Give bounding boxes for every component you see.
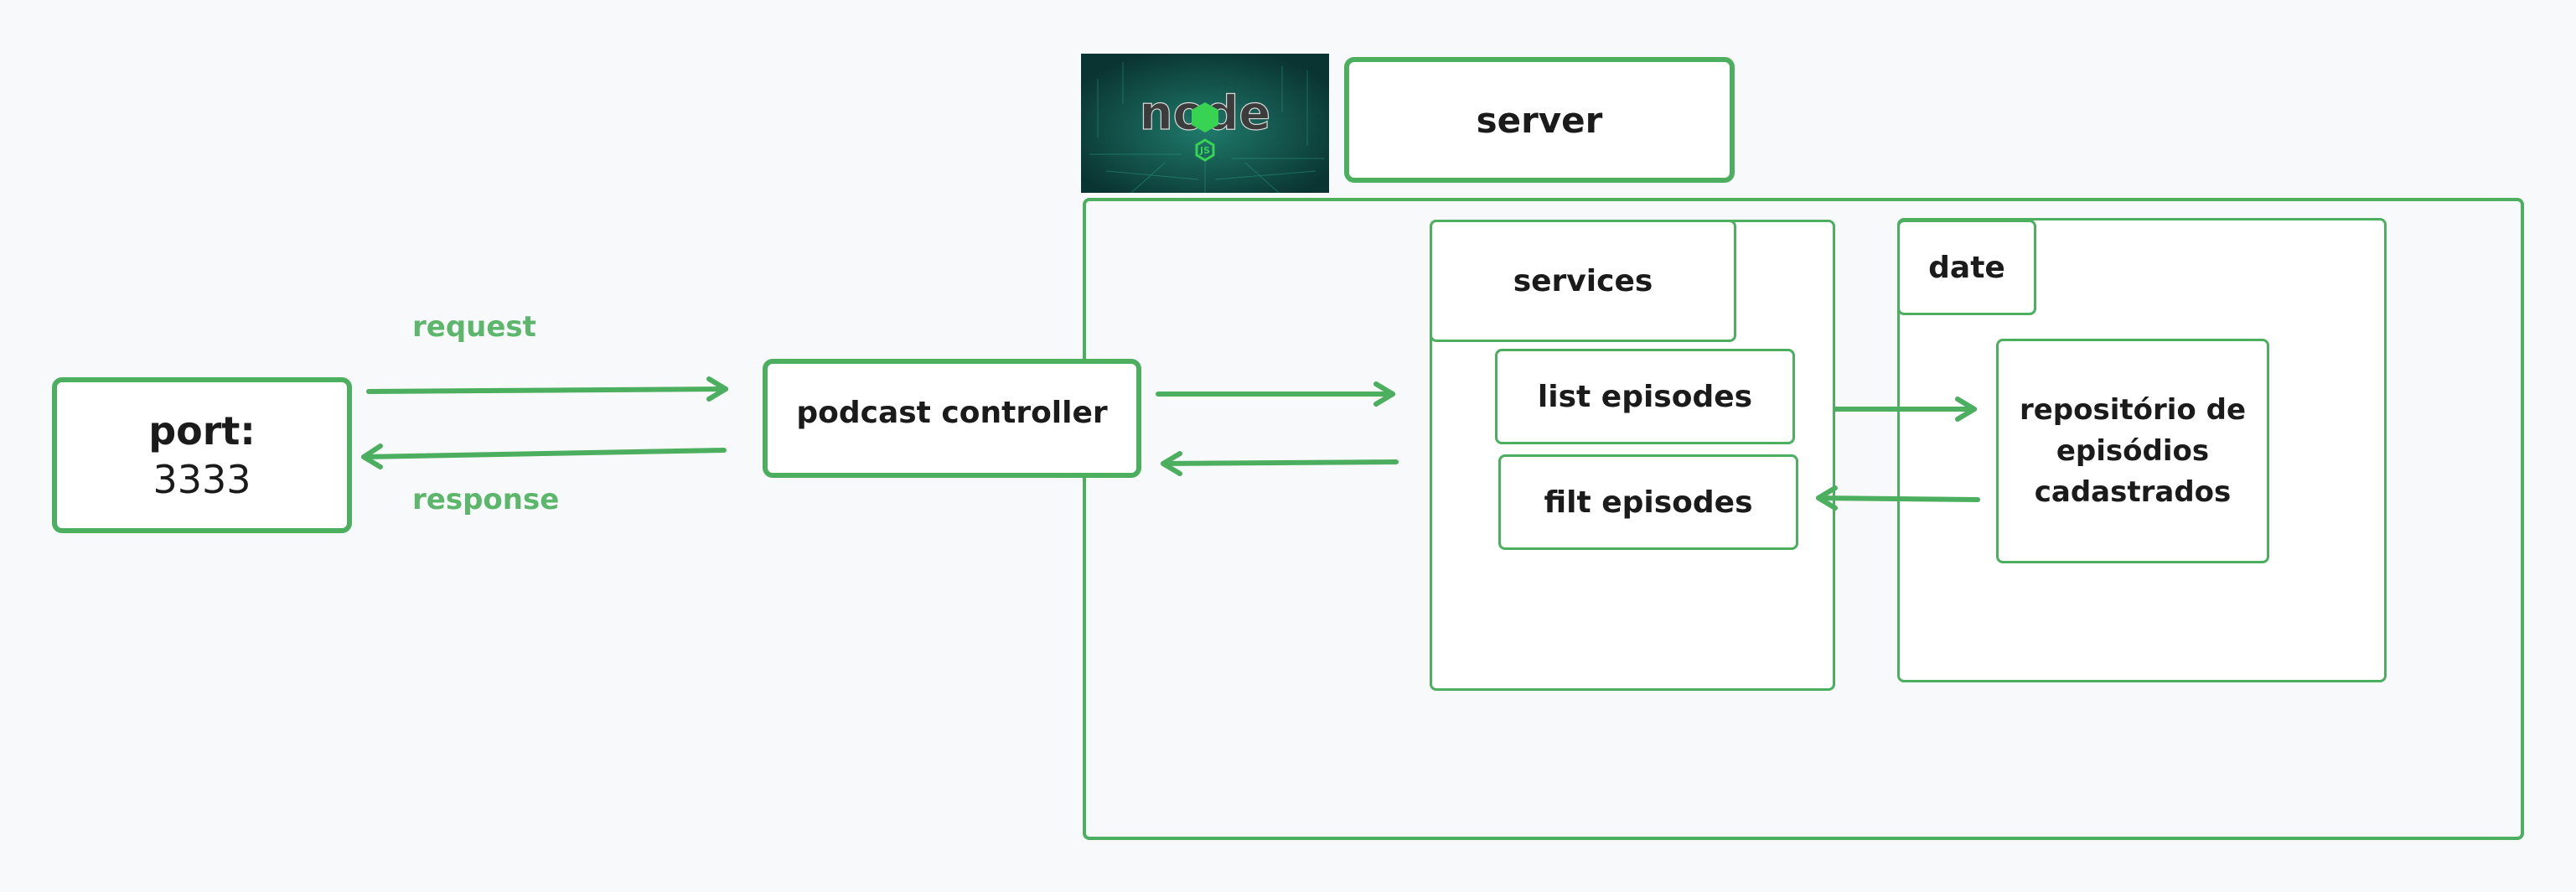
controller-to-services-arrow <box>1156 381 1395 407</box>
repository-label-line3: cadastrados <box>2034 475 2232 509</box>
list-episodes-label: list episodes <box>1537 379 1753 414</box>
response-edge-label: response <box>412 483 560 516</box>
repository-label-line2: episódios <box>2056 433 2210 468</box>
services-label: services <box>1513 263 1653 298</box>
port-label: port: 3333 <box>52 377 352 533</box>
port-label-line2: 3333 <box>153 457 251 502</box>
podcast-controller-label: podcast controller <box>796 395 1108 430</box>
date-label: date <box>1928 250 2005 285</box>
list-episodes-box[interactable] <box>1495 349 1795 444</box>
podcast-controller-box[interactable] <box>763 359 1141 478</box>
port-box[interactable] <box>52 377 352 533</box>
repository-to-filt-arrow <box>1816 485 1980 511</box>
port-label-line1: port: <box>148 408 256 454</box>
response-arrow <box>361 443 727 469</box>
svg-text:JS: JS <box>1199 145 1210 156</box>
repository-label: repositório de episódios cadastrados <box>1996 339 2269 563</box>
repository-box[interactable] <box>1996 339 2269 563</box>
repository-label-line1: repositório de <box>2019 392 2247 427</box>
request-edge-label: request <box>412 310 536 344</box>
nodejs-logo-icon: node JS <box>1081 54 1329 193</box>
list-to-repository-arrow <box>1833 397 1977 422</box>
filt-episodes-box[interactable] <box>1498 454 1798 550</box>
services-to-controller-arrow <box>1161 451 1399 476</box>
server-title-label: server <box>1476 99 1603 141</box>
services-header-box[interactable] <box>1430 220 1736 342</box>
server-title-box[interactable] <box>1344 57 1735 183</box>
server-frame <box>1083 198 2524 840</box>
date-header-box[interactable] <box>1897 220 2036 315</box>
nodejs-logo: node JS <box>1081 54 1329 193</box>
request-arrow <box>366 376 728 402</box>
filt-episodes-label: filt episodes <box>1544 485 1753 520</box>
